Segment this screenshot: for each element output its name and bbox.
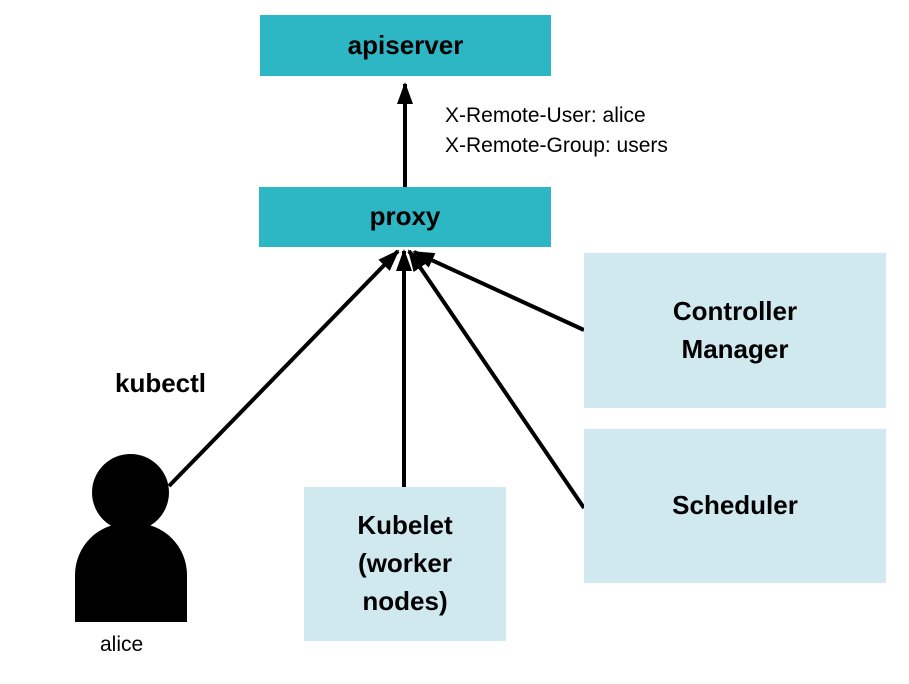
person-body-icon	[75, 523, 187, 622]
node-apiserver: apiserver	[260, 15, 551, 76]
remote-group-header: X-Remote-Group: users	[445, 134, 668, 157]
remote-headers-annotation: X-Remote-User: alice X-Remote-Group: use…	[445, 101, 668, 161]
node-controller-manager: Controller Manager	[584, 253, 886, 408]
arrow-kubectl-to-proxy	[167, 249, 400, 488]
kubectl-edge-label: kubectl	[115, 368, 207, 398]
node-kubelet-label: Kubelet (worker nodes)	[357, 510, 453, 616]
node-scheduler: Scheduler	[584, 429, 886, 583]
node-proxy-label: proxy	[369, 201, 441, 232]
arrow-scheduler-to-proxy	[407, 249, 586, 510]
remote-user-header: X-Remote-User: alice	[445, 104, 646, 127]
node-proxy: proxy	[259, 187, 551, 247]
node-apiserver-label: apiserver	[347, 29, 464, 60]
node-controller-manager-label: Controller Manager	[672, 295, 798, 364]
person-head-icon	[92, 454, 169, 531]
arrow-controller-manager-to-proxy	[412, 250, 585, 332]
node-scheduler-label: Scheduler	[672, 490, 798, 521]
node-kubelet: Kubelet (worker nodes)	[304, 487, 506, 641]
person-icon	[73, 454, 189, 622]
user-name-label: alice	[100, 633, 144, 656]
